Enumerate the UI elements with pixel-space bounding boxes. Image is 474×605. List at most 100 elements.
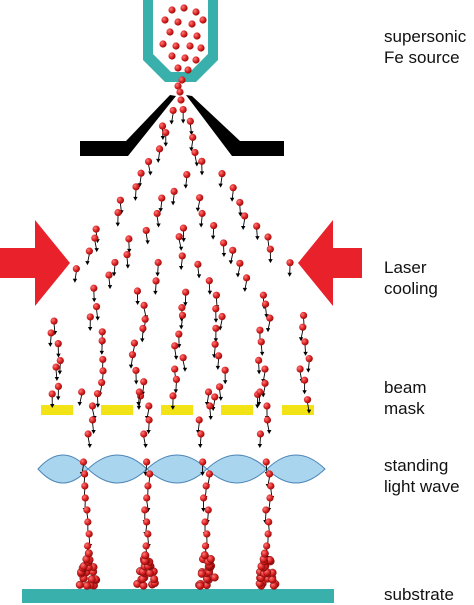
fe-atom [174, 18, 181, 25]
fe-atom [181, 54, 188, 61]
fe-atom [198, 210, 205, 228]
fe-atom [99, 337, 106, 355]
fe-atom [189, 134, 196, 152]
fe-atom [172, 42, 179, 49]
fe-atom [154, 210, 161, 228]
fe-atom [212, 305, 219, 323]
fe-atom [132, 183, 139, 201]
skimmer-right [186, 95, 284, 156]
fe-atom [85, 248, 93, 266]
fe-atom [184, 66, 191, 73]
fe-atom [123, 251, 130, 269]
light-wave-lobe [147, 455, 207, 483]
atom-lithography-diagram [0, 0, 380, 604]
fe-atom [267, 246, 274, 264]
fe-atom [197, 44, 204, 51]
fe-atom [197, 430, 204, 448]
fe-atom [180, 354, 188, 372]
label-source: supersonic Fe source [384, 26, 466, 68]
fe-atom [218, 170, 225, 188]
fe-atom [77, 388, 85, 406]
fe-atom [257, 430, 264, 448]
fe-atom [180, 4, 187, 11]
fe-atom [243, 274, 250, 292]
fe-atom [191, 149, 199, 167]
fe-atom [134, 287, 141, 305]
fe-atom [169, 107, 176, 125]
fe-atom [114, 209, 121, 227]
label-laser-cooling: Laser cooling [384, 257, 438, 299]
fe-atom [125, 235, 132, 253]
fe-atom [192, 8, 199, 15]
light-wave-lobe [88, 455, 147, 483]
fe-atom [255, 357, 262, 375]
mask-segment [221, 405, 253, 415]
fe-atom [129, 351, 136, 369]
mask-segment [41, 405, 73, 415]
fe-atom [171, 188, 178, 206]
fe-atom [55, 340, 62, 358]
fe-atom [176, 88, 183, 95]
fe-atom [152, 277, 159, 295]
fe-atom [173, 376, 180, 394]
fe-atom [301, 377, 308, 395]
deposit-line [195, 551, 218, 589]
fe-atom [194, 261, 201, 279]
fe-atom [187, 118, 194, 136]
fe-atom [179, 312, 186, 330]
fe-atom [168, 52, 175, 59]
substrate-plate [22, 589, 334, 603]
fe-atom [143, 227, 150, 245]
fe-atom [222, 367, 229, 385]
fe-atom [178, 76, 185, 83]
fe-atom [206, 402, 213, 420]
fe-atom [229, 247, 237, 265]
fe-atom [145, 416, 152, 434]
arrow-right-icon [0, 220, 70, 306]
fe-atom [236, 260, 244, 278]
fe-atom [306, 355, 313, 373]
mask-segment [161, 405, 193, 415]
fe-atom [186, 42, 193, 49]
label-beam-mask: beam mask [384, 377, 427, 419]
beam-mask [41, 405, 314, 415]
fe-atom [264, 416, 272, 434]
fe-atom [85, 430, 92, 448]
arrow-left-icon [298, 220, 362, 306]
fe-atom [73, 265, 80, 283]
fe-atom [156, 145, 163, 163]
fe-atom [48, 329, 55, 347]
fe-atom [140, 430, 148, 448]
fe-atom [179, 252, 186, 270]
fe-atom [111, 259, 118, 277]
fe-atom [145, 158, 153, 176]
fe-atom [196, 194, 204, 212]
fe-atom [230, 184, 237, 202]
fe-atom [158, 194, 165, 212]
fe-atom [215, 352, 222, 370]
fe-atom [155, 259, 162, 277]
fe-atom [192, 56, 199, 63]
atom-beam [48, 88, 313, 560]
fe-atom [193, 32, 200, 39]
fe-atom [199, 16, 206, 23]
fe-atom [159, 40, 166, 47]
fe-atom [105, 271, 112, 289]
fe-atom [258, 338, 265, 356]
deposit-line [256, 550, 279, 590]
mask-segment [101, 405, 133, 415]
light-wave-lobe [267, 455, 325, 483]
fe-atom [180, 106, 187, 124]
deposit-line [76, 550, 100, 590]
fe-atom [93, 303, 100, 321]
fe-atom [210, 222, 217, 240]
fe-atom [168, 6, 175, 13]
light-wave-lobe [207, 455, 267, 483]
fe-atom [183, 171, 190, 189]
fe-atom [166, 28, 173, 35]
fe-atom [90, 285, 97, 303]
fe-atom [182, 289, 189, 307]
fe-atom [139, 325, 146, 343]
fe-atom [177, 96, 184, 103]
deposited-lines [76, 550, 279, 590]
